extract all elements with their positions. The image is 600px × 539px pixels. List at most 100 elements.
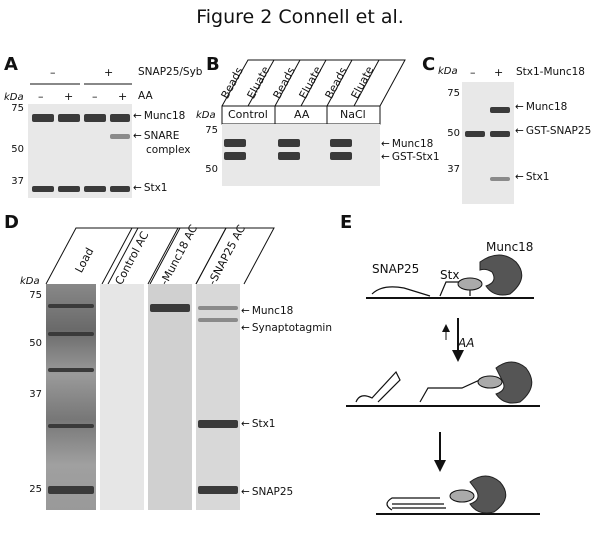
band-label-stx1: Stx1 [515, 171, 550, 183]
col-header-load: Load [72, 245, 97, 275]
band-munc18 [150, 304, 190, 312]
gel-d-control [100, 284, 144, 510]
col-header-beads: Beads [218, 65, 246, 101]
panel-letter-a: A [4, 54, 18, 75]
stx-shape [439, 281, 471, 297]
band-munc18 [224, 139, 246, 147]
marker-37: 37 [447, 164, 460, 175]
marker-25: 25 [29, 484, 42, 495]
stx-shape [419, 377, 485, 403]
gel-b [222, 124, 380, 186]
sign-minus-1: – [50, 66, 56, 79]
col-header-beads: Beads [322, 65, 350, 101]
band-snare-complex [110, 134, 130, 139]
snap25-label: SNAP25 [372, 262, 420, 276]
band-label-gst-stx1: GST-Stx1 [381, 151, 440, 163]
gel-d-munc18 [148, 284, 192, 510]
snap25-shape [371, 286, 431, 297]
band-munc18 [198, 306, 238, 310]
snap25-shape [355, 370, 401, 403]
marker-50: 50 [11, 144, 24, 155]
kda-label: kDa [20, 276, 40, 287]
band-load [48, 332, 94, 336]
band-gst-stx1 [278, 152, 300, 160]
stx-label: Stx [440, 268, 460, 282]
band-gst-snap25 [490, 131, 510, 137]
kda-label: kDa [4, 92, 24, 103]
stx-habc-domain [477, 375, 503, 389]
band-snap25 [198, 486, 238, 494]
panel-letter-b: B [206, 54, 220, 75]
kda-label: kDa [196, 110, 216, 121]
aa-sign-1: – [38, 90, 44, 103]
band-stx1 [490, 177, 510, 181]
band-label-snare: SNARE [133, 130, 180, 142]
band-gst-stx1 [224, 152, 246, 160]
band-munc18 [84, 114, 106, 122]
band-label-stx1: Stx1 [133, 182, 168, 194]
band-munc18 [330, 139, 352, 147]
stx1-munc18-label: Stx1-Munc18 [516, 66, 585, 78]
band-stx1 [110, 186, 130, 192]
sign-plus: + [494, 66, 504, 79]
band-stx1 [58, 186, 80, 192]
group-nacl: NaCl [340, 108, 366, 121]
band-synaptotagmin [198, 318, 238, 322]
gel-c [462, 82, 514, 204]
band-label-munc18: Munc18 [515, 101, 568, 113]
group-aa: AA [294, 108, 310, 121]
munc18-label: Munc18 [486, 240, 534, 254]
band-stx1 [84, 186, 106, 192]
aa-sign-4: + [118, 90, 128, 103]
gel-d-load [46, 284, 96, 510]
band-load [48, 368, 94, 372]
panel-letter-d: D [4, 212, 19, 233]
marker-75: 75 [29, 290, 42, 301]
band-load [48, 486, 94, 494]
col-header-eluate: Eluate [348, 64, 377, 101]
band-label-munc18: Munc18 [241, 305, 294, 317]
col-header-a-munc18-ac: a-Munc18 AC [154, 222, 201, 293]
aa-sign-2: + [64, 90, 74, 103]
marker-75: 75 [447, 88, 460, 99]
band-gst-snap25 [465, 131, 485, 137]
marker-75: 75 [205, 125, 218, 136]
band-label-synaptotagmin: Synaptotagmin [241, 322, 332, 334]
band-munc18 [278, 139, 300, 147]
aa-label: AA [458, 336, 475, 350]
gel-a [28, 104, 132, 198]
marker-50: 50 [29, 338, 42, 349]
figure-title: Figure 2 Connell et al. [196, 6, 404, 28]
col-header-eluate: Eluate [296, 64, 325, 101]
marker-37: 37 [11, 176, 24, 187]
band-label-stx1: Stx1 [241, 418, 276, 430]
snap25-syb-label: SNAP25/Syb [138, 66, 203, 78]
stx-habc-domain [449, 489, 475, 503]
munc18-shape [479, 254, 523, 296]
band-munc18 [58, 114, 80, 122]
arrow-down-head [452, 350, 464, 362]
band-stx1 [32, 186, 54, 192]
snare-bundle [386, 497, 446, 511]
arrow-up-head [442, 324, 450, 332]
col-header-control-ac: Control AC [112, 229, 152, 287]
band-label-complex: complex [146, 144, 191, 156]
arrow-down-head [434, 460, 446, 472]
band-load [48, 424, 94, 428]
marker-37: 37 [29, 389, 42, 400]
marker-50: 50 [447, 128, 460, 139]
band-munc18 [110, 114, 130, 122]
band-stx1 [198, 420, 238, 428]
stx-habc-domain [457, 277, 483, 291]
band-munc18 [32, 114, 54, 122]
band-load [48, 304, 94, 308]
aa-sign-3: – [92, 90, 98, 103]
band-label-snap25: SNAP25 [241, 486, 293, 498]
gel-d-snap25 [196, 284, 240, 510]
band-munc18 [490, 107, 510, 113]
panel-letter-e: E [340, 212, 353, 233]
munc18-shape [495, 361, 533, 404]
munc18-shape [469, 475, 507, 514]
sign-minus: – [470, 66, 476, 79]
sign-plus-1: + [104, 66, 114, 79]
